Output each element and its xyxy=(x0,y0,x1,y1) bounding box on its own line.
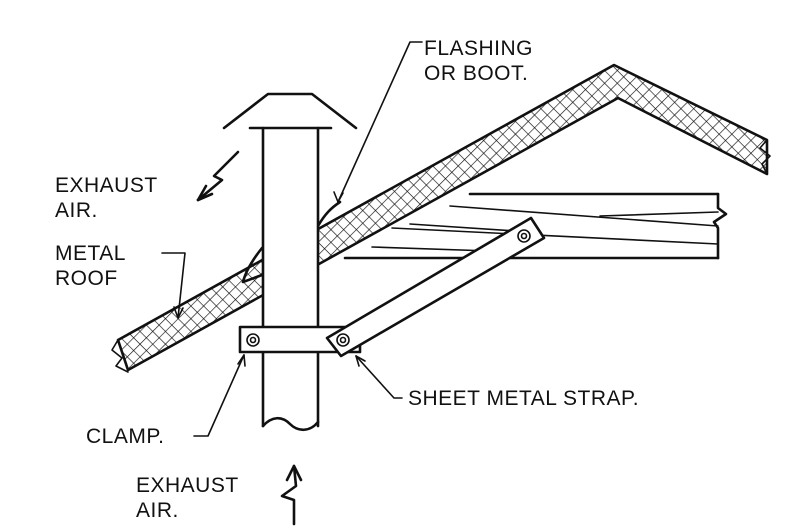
exhaust-air-bottom-label-2: AIR. xyxy=(136,499,179,522)
clamp-label: CLAMP. xyxy=(86,425,164,448)
leader-lines xyxy=(161,41,423,437)
exhaust-air-arrow-top xyxy=(196,150,240,202)
metal-roof-deck xyxy=(111,63,771,373)
rafter-framing xyxy=(343,192,728,260)
rain-cap xyxy=(222,92,358,130)
flashing-label: FLASHING xyxy=(424,37,533,60)
exhaust-air-top-label: EXHAUST xyxy=(55,174,158,197)
metal-roof-label: METAL xyxy=(55,242,126,265)
exhaust-air-arrow-bottom xyxy=(280,464,303,526)
sheet-metal-strap-label: SHEET METAL STRAP. xyxy=(408,387,639,410)
exhaust-air-top-label-2: AIR. xyxy=(55,199,98,222)
roof-insulation-hatch xyxy=(116,63,769,372)
vent-pipe xyxy=(248,126,333,432)
flashing-boot xyxy=(241,200,342,284)
exhaust-air-bottom-label: EXHAUST xyxy=(136,474,239,497)
metal-roof-label-2: ROOF xyxy=(55,267,118,290)
flashing-label-2: OR BOOT. xyxy=(424,62,528,85)
labels: FLASHING OR BOOT. EXHAUST AIR. METAL ROO… xyxy=(55,37,639,522)
sheet-metal-strap xyxy=(325,216,546,358)
